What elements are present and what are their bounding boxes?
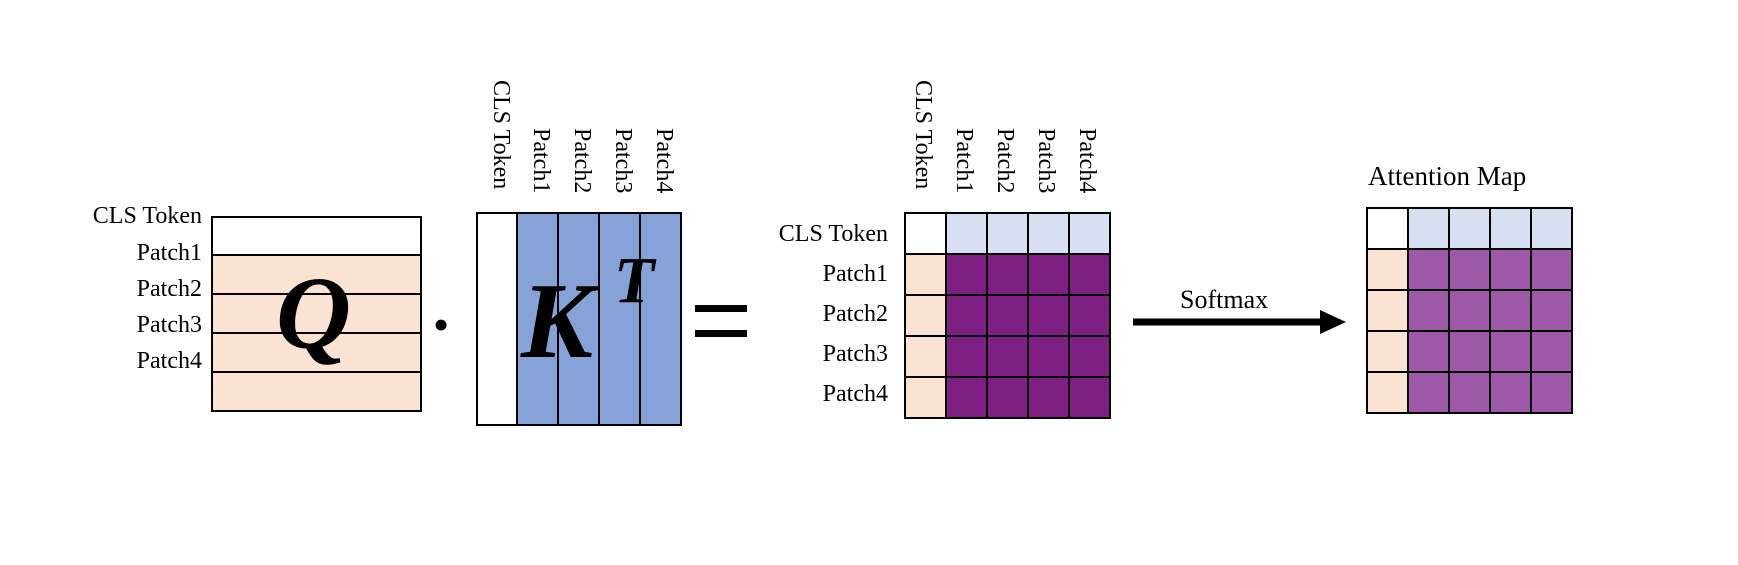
transpose-superscript: T — [614, 244, 655, 317]
score-cell-2-2 — [986, 294, 1029, 337]
softmax-label: Softmax — [1180, 285, 1269, 314]
equals-operator-lower — [695, 330, 747, 337]
q-row-cls — [211, 216, 422, 256]
score-cell-2-4 — [1068, 294, 1111, 337]
dot-operator: • — [433, 299, 450, 350]
score-cell-0-3 — [1027, 212, 1070, 255]
attention-cell-2-4 — [1530, 289, 1573, 332]
score-cell-3-3 — [1027, 335, 1070, 378]
k-col-patch4 — [639, 212, 682, 426]
attention-cell-0-2 — [1448, 207, 1491, 250]
score-col-label-cls: CLS Token — [910, 80, 936, 190]
score-cell-1-4 — [1068, 253, 1111, 296]
q-row-label-patch1: Patch1 — [136, 240, 202, 266]
score-cell-4-1 — [945, 376, 988, 419]
score-col-label-patch4: Patch4 — [1074, 128, 1100, 194]
score-cell-1-3 — [1027, 253, 1070, 296]
score-cell-3-2 — [986, 335, 1029, 378]
attention-cell-3-4 — [1530, 330, 1573, 373]
q-row-patch2 — [211, 293, 422, 334]
attention-cell-0-0 — [1366, 207, 1409, 250]
score-cell-0-0 — [904, 212, 947, 255]
q-row-patch3 — [211, 332, 422, 373]
attention-cell-1-0 — [1366, 248, 1409, 291]
attention-cell-4-4 — [1530, 371, 1573, 414]
score-cell-2-1 — [945, 294, 988, 337]
arrow-head — [1320, 310, 1346, 334]
attention-cell-3-3 — [1489, 330, 1532, 373]
score-row-label-patch4: Patch4 — [822, 381, 888, 407]
score-cell-2-3 — [1027, 294, 1070, 337]
attention-cell-4-1 — [1407, 371, 1450, 414]
score-cell-1-2 — [986, 253, 1029, 296]
k-col-label-patch4: Patch4 — [651, 128, 677, 194]
score-cell-3-0 — [904, 335, 947, 378]
score-col-label-patch3: Patch3 — [1033, 128, 1059, 194]
k-col-label-cls: CLS Token — [488, 80, 514, 190]
score-cell-1-1 — [945, 253, 988, 296]
attention-cell-2-1 — [1407, 289, 1450, 332]
score-col-label-patch2: Patch2 — [992, 128, 1018, 194]
score-col-label-patch1: Patch1 — [951, 128, 977, 194]
attention-cell-2-0 — [1366, 289, 1409, 332]
score-row-label-patch3: Patch3 — [822, 341, 888, 367]
score-cell-2-0 — [904, 294, 947, 337]
attention-cell-0-4 — [1530, 207, 1573, 250]
q-row-patch4 — [211, 371, 422, 412]
score-cell-3-4 — [1068, 335, 1111, 378]
attention-cell-1-1 — [1407, 248, 1450, 291]
attention-cell-3-2 — [1448, 330, 1491, 373]
arrow-right-icon — [1133, 310, 1346, 334]
q-row-label-patch3: Patch3 — [136, 312, 202, 338]
attention-cell-3-0 — [1366, 330, 1409, 373]
attention-cell-2-3 — [1489, 289, 1532, 332]
score-cell-0-2 — [986, 212, 1029, 255]
attention-cell-0-3 — [1489, 207, 1532, 250]
attention-map-title: Attention Map — [1368, 161, 1527, 191]
score-cell-0-4 — [1068, 212, 1111, 255]
attention-cell-1-2 — [1448, 248, 1491, 291]
k-col-label-patch2: Patch2 — [569, 128, 595, 194]
score-row-label-cls: CLS Token — [778, 221, 888, 247]
attention-cell-4-3 — [1489, 371, 1532, 414]
q-symbol: Q — [276, 256, 352, 371]
q-row-label-patch2: Patch2 — [136, 276, 202, 302]
score-cell-3-1 — [945, 335, 988, 378]
score-cell-4-4 — [1068, 376, 1111, 419]
q-row-label-patch4: Patch4 — [136, 348, 202, 374]
equals-operator — [695, 305, 747, 312]
score-row-label-patch1: Patch1 — [822, 261, 888, 287]
attention-cell-2-2 — [1448, 289, 1491, 332]
attention-cell-1-3 — [1489, 248, 1532, 291]
k-col-label-patch3: Patch3 — [610, 128, 636, 194]
k-symbol: K — [521, 262, 594, 381]
attention-cell-3-1 — [1407, 330, 1450, 373]
score-row-label-patch2: Patch2 — [822, 301, 888, 327]
score-cell-4-2 — [986, 376, 1029, 419]
k-col-patch1 — [516, 212, 559, 426]
score-cell-4-3 — [1027, 376, 1070, 419]
attention-cell-4-0 — [1366, 371, 1409, 414]
score-cell-0-1 — [945, 212, 988, 255]
k-col-cls — [476, 212, 518, 426]
q-row-label-cls: CLS Token — [92, 203, 202, 229]
attention-cell-1-4 — [1530, 248, 1573, 291]
score-cell-4-0 — [904, 376, 947, 419]
attention-cell-4-2 — [1448, 371, 1491, 414]
attention-cell-0-1 — [1407, 207, 1450, 250]
k-col-label-patch1: Patch1 — [528, 128, 554, 194]
score-cell-1-0 — [904, 253, 947, 296]
